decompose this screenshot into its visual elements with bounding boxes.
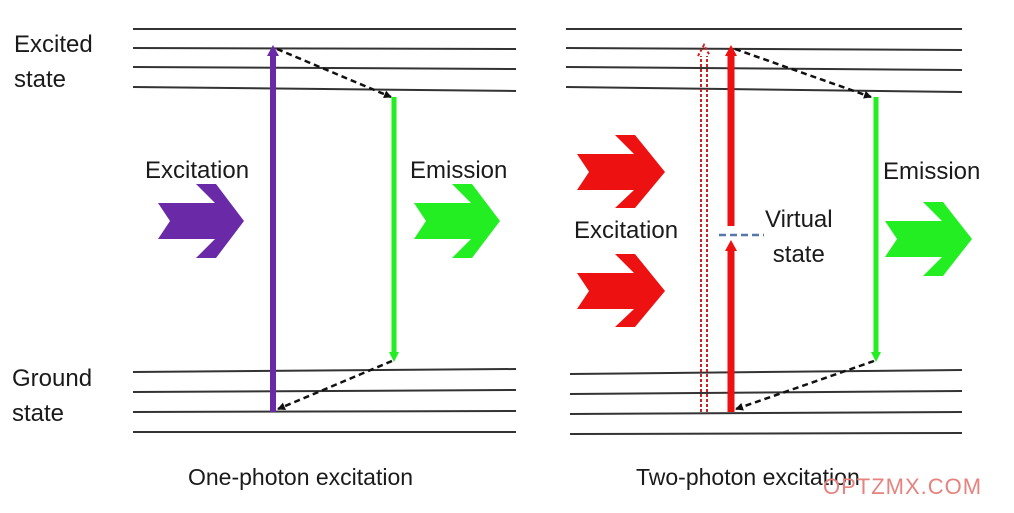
watermark: OPTZMX.COM <box>823 474 983 499</box>
left-excitation-label: Excitation <box>145 157 250 184</box>
one-photon-excitation-arrow <box>267 45 279 412</box>
left-emission-label: Emission <box>410 157 508 184</box>
energy-level-line <box>565 86 963 93</box>
energy-level-line <box>569 411 963 415</box>
virtual-state-label: Virtual state <box>765 203 833 273</box>
ground-state-text: Ground state <box>12 365 93 427</box>
two-photon-dotted-arrow <box>697 42 711 412</box>
excited-state-label: Excited state <box>14 28 93 98</box>
emission-block-arrow <box>414 184 500 258</box>
right-ground-levels <box>569 369 963 435</box>
energy-level-line <box>569 432 963 435</box>
emission-block-arrow <box>885 202 972 276</box>
left-excited-levels <box>132 28 517 92</box>
right-emission-line <box>871 97 881 362</box>
virtual-state-text: Virtual state <box>765 206 833 268</box>
energy-level-line <box>132 47 517 50</box>
ground-relaxation-arrow <box>735 359 875 411</box>
vibrational-relaxation-arrow <box>734 47 872 99</box>
two-photon-caption: Two-photon excitation <box>636 464 860 490</box>
vibrational-relaxation-arrow <box>276 47 392 99</box>
right-excited-levels <box>565 28 963 93</box>
energy-level-line <box>565 47 963 51</box>
excitation-block-arrow-lower <box>577 254 665 327</box>
energy-level-line <box>132 410 517 413</box>
energy-level-line <box>132 86 517 92</box>
right-excitation-label: Excitation <box>574 217 679 244</box>
ground-state-label: Ground state <box>12 362 92 432</box>
left-emission-line <box>389 97 399 362</box>
left-ground-levels <box>132 368 517 433</box>
excited-state-text: Excited state <box>14 31 93 93</box>
one-photon-caption: One-photon excitation <box>188 464 414 490</box>
two-photon-excitation-arrow <box>725 45 737 412</box>
energy-level-line <box>569 369 963 375</box>
energy-level-line <box>569 390 963 395</box>
right-emission-label: Emission <box>883 158 981 185</box>
excitation-block-arrow-upper <box>577 135 665 208</box>
energy-level-line <box>132 368 517 373</box>
ground-relaxation-arrow <box>277 359 393 411</box>
energy-level-line <box>565 66 963 71</box>
excitation-block-arrow <box>158 184 244 258</box>
energy-level-line <box>132 389 517 393</box>
